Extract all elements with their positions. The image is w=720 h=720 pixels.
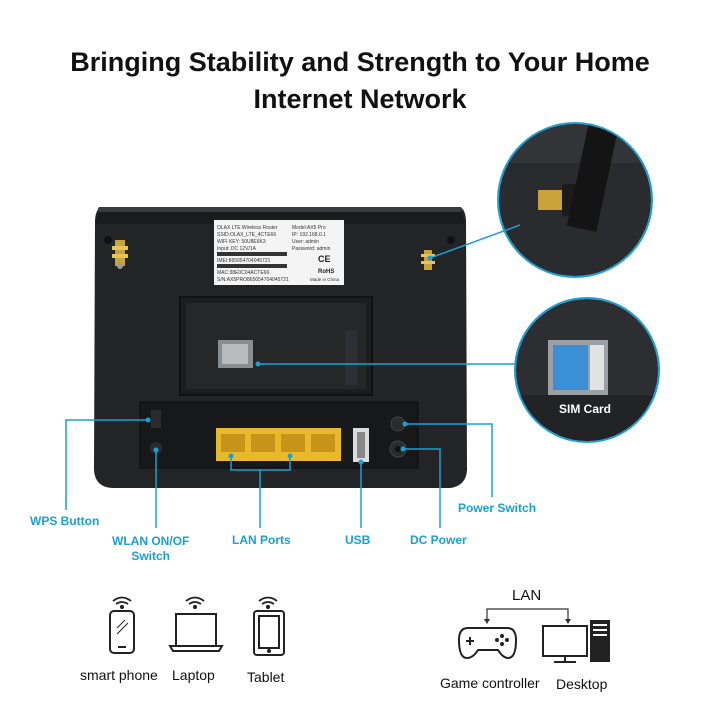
sticker-line: SSID:OLAX_LTE_4CTE66 — [217, 232, 276, 238]
sticker-line: WIFI KEY: 50U8E6K3 — [217, 239, 266, 245]
sticker-line: MAC:38E0C04ACTE66 — [217, 270, 269, 276]
port-panel — [139, 401, 419, 469]
lan-ports-label: LAN Ports — [232, 533, 291, 547]
lan-label: LAN — [512, 587, 542, 604]
sticker-line: Model:AX5 Pro — [292, 225, 326, 231]
page-title: Bringing Stability and Strength to Your … — [0, 44, 720, 118]
antenna-connector-right — [421, 250, 435, 270]
sim-card-label: SIM Card — [559, 402, 612, 416]
ce-mark: CE — [318, 254, 331, 264]
smart-phone-label: smart phone — [80, 667, 158, 683]
game-controller-icon — [457, 627, 518, 660]
wlan-switch-label-line2: Switch — [131, 549, 170, 563]
antenna-zoom — [497, 122, 653, 278]
sim-compartment — [179, 296, 373, 396]
desktop-label: Desktop — [556, 676, 608, 692]
sticker-line: IMEI:865054704045721 — [217, 258, 271, 264]
title-line-1: Bringing Stability and Strength to Your … — [70, 47, 650, 77]
sticker-line: S/N:AX5PRO865054704045721 — [217, 277, 289, 283]
wifi-icon — [185, 596, 205, 610]
wps-button-label: WPS Button — [30, 514, 100, 528]
laptop-icon — [168, 613, 224, 652]
sticker-line: Password: admin — [292, 246, 331, 252]
dc-power-label: DC Power — [410, 533, 467, 547]
callout-lines — [65, 419, 493, 528]
sticker-line: Made in China — [310, 277, 340, 282]
wifi-icon — [258, 596, 278, 610]
wifi-icon — [112, 596, 132, 610]
smartphone-icon — [109, 610, 135, 654]
wlan-switch-label: WLAN ON/OF Switch — [112, 534, 189, 564]
desktop-icon — [542, 625, 588, 663]
tablet-icon — [253, 610, 285, 656]
antenna-icon — [112, 240, 128, 269]
title-line-2: Internet Network — [253, 84, 467, 114]
sticker-line: OLAX LTE Wireless Router — [217, 225, 278, 231]
sim-card-zoom — [514, 297, 660, 443]
laptop-label: Laptop — [172, 667, 215, 683]
tablet-label: Tablet — [247, 669, 285, 685]
sticker-line: User: admin — [292, 239, 319, 245]
power-switch-label: Power Switch — [458, 501, 537, 515]
sticker-line: IP: 192.168.0.1 — [292, 232, 326, 238]
sticker-line: Input: DC 12V/1A — [217, 246, 257, 252]
desktop-tower — [590, 620, 610, 662]
usb-label: USB — [345, 533, 371, 547]
game-controller-label: Game controller — [440, 675, 540, 691]
wlan-switch-label-line1: WLAN ON/OF — [112, 534, 190, 548]
rohs-mark: RoHS — [318, 269, 334, 275]
product-sticker: OLAX LTE Wireless Router SSID:OLAX_LTE_4… — [214, 220, 344, 285]
